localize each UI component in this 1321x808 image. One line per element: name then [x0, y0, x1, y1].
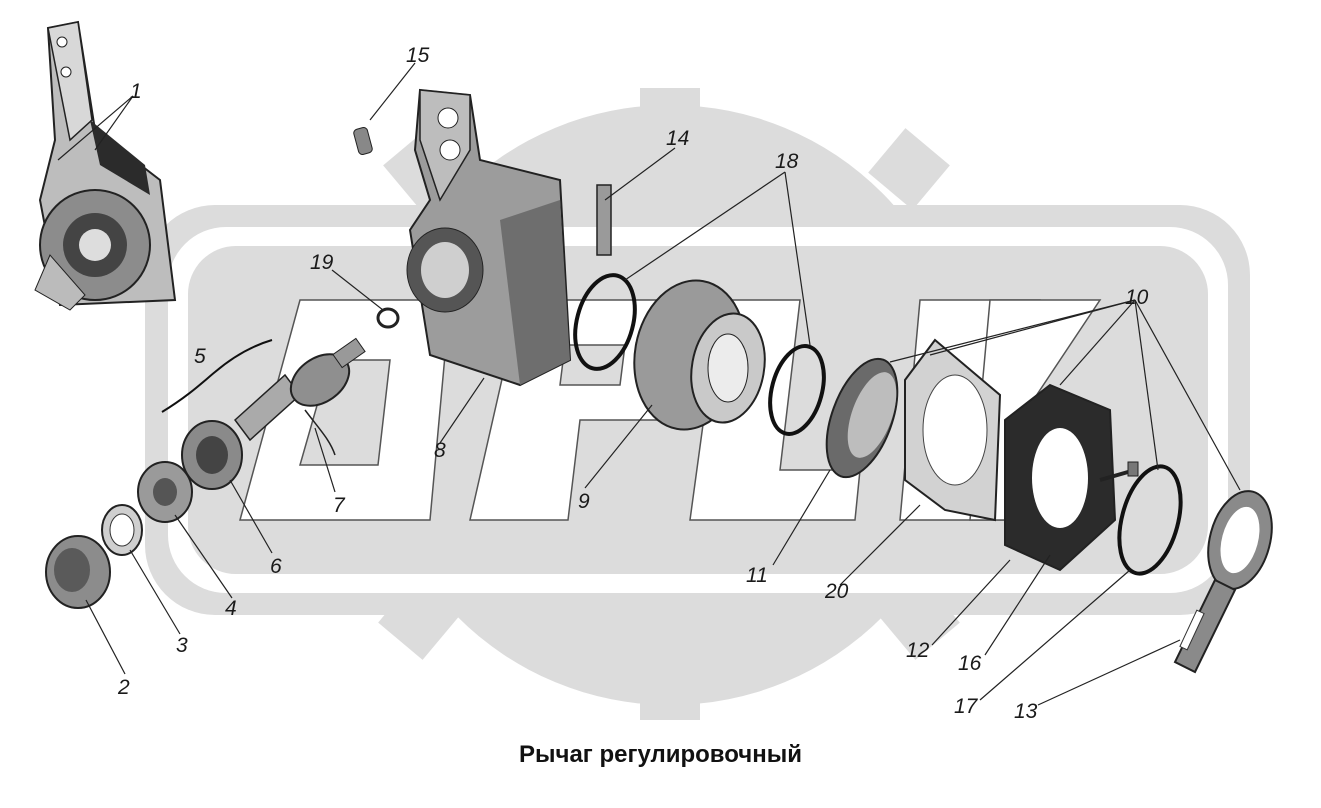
part-4-small-gear — [137, 461, 193, 523]
callout-14: 14 — [666, 127, 689, 150]
part-3-spring — [101, 504, 143, 556]
callout-15: 15 — [406, 44, 430, 67]
callout-4: 4 — [225, 597, 237, 620]
part-15-pin — [353, 127, 373, 155]
callout-12: 12 — [906, 639, 930, 662]
callout-1: 1 — [130, 80, 142, 103]
part-2-cap — [45, 535, 111, 609]
part-7-worm-shaft — [233, 337, 366, 456]
callout-10: 10 — [1125, 286, 1149, 309]
part-18-o-rings — [573, 273, 826, 436]
callout-5: 5 — [194, 345, 206, 368]
callout-8: 8 — [434, 439, 446, 462]
callout-2: 2 — [117, 676, 130, 699]
callout-20: 20 — [824, 580, 849, 603]
callout-9: 9 — [578, 490, 590, 513]
callout-19: 19 — [310, 251, 334, 274]
part-9-worm-wheel — [633, 279, 766, 431]
part-12-cover-plate — [1004, 383, 1117, 572]
part-11-seal-cup — [825, 357, 899, 479]
callout-3: 3 — [176, 634, 188, 657]
part-19-ring — [376, 307, 400, 329]
callout-6: 6 — [270, 555, 282, 578]
callout-16: 16 — [958, 652, 982, 675]
callout-13: 13 — [1014, 700, 1038, 723]
leader-lines — [57, 62, 1241, 706]
callout-numbers: 1 2 3 4 5 6 7 8 9 10 11 12 13 14 15 16 1… — [117, 44, 1149, 723]
part-5-spring-wire — [161, 339, 273, 413]
callout-17: 17 — [954, 695, 979, 718]
diagram-caption: Рычаг регулировочный — [519, 741, 802, 768]
part-20-gasket — [904, 338, 1002, 522]
part-16-bolt — [1099, 461, 1139, 482]
part-1-lever-assembly — [34, 20, 177, 311]
part-14-block — [596, 184, 612, 256]
part-13-wrench — [1173, 490, 1273, 674]
callout-18: 18 — [775, 150, 799, 173]
callout-11: 11 — [746, 564, 768, 587]
callout-7: 7 — [333, 494, 346, 517]
part-17-o-ring — [1117, 464, 1183, 576]
part-6-gear — [181, 420, 243, 490]
part-8-housing — [406, 88, 572, 387]
